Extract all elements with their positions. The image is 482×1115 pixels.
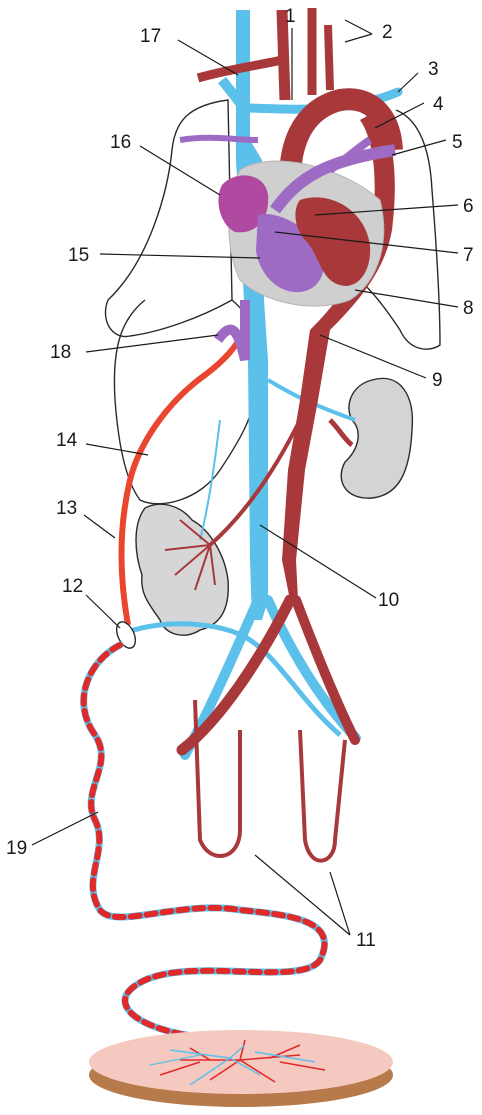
label-11: 11 [356,930,376,951]
umbilical-artery-right-loop [300,730,345,861]
label-15: 15 [68,245,89,266]
umbilical-cord-artery [84,645,325,1040]
label-14: 14 [56,430,78,451]
label-6: 6 [463,196,474,217]
leader-13 [84,515,115,538]
label-13: 13 [56,498,77,519]
leader-12 [86,595,120,628]
subclavian-left [328,25,330,90]
label-19: 19 [6,838,27,859]
label-8: 8 [463,298,474,319]
umbilical-cord-vein [84,645,325,1040]
leader-2 [345,20,372,42]
label-10: 10 [378,590,399,611]
leader-10 [260,525,376,598]
leader-16 [140,146,220,195]
leader-9 [320,335,426,378]
label-7: 7 [463,245,474,266]
leader-18 [86,335,218,352]
pulmonary-artery-right [180,138,258,140]
label-5: 5 [452,132,463,153]
placenta-surface [89,1030,393,1094]
label-9: 9 [432,370,443,391]
label-2: 2 [382,22,393,43]
label-17: 17 [140,26,161,47]
leader-8 [355,290,458,307]
leader-17 [178,40,238,75]
label-1: 1 [285,6,296,27]
kidney [341,378,412,498]
label-12: 12 [62,576,83,597]
hepatic-vein-branch [200,420,220,540]
label-18: 18 [50,342,71,363]
renal-artery [330,420,352,445]
label-3: 3 [428,59,439,80]
label-16: 16 [110,132,131,153]
leader-19 [32,812,98,845]
label-4: 4 [433,94,444,115]
leader-3 [398,73,418,92]
